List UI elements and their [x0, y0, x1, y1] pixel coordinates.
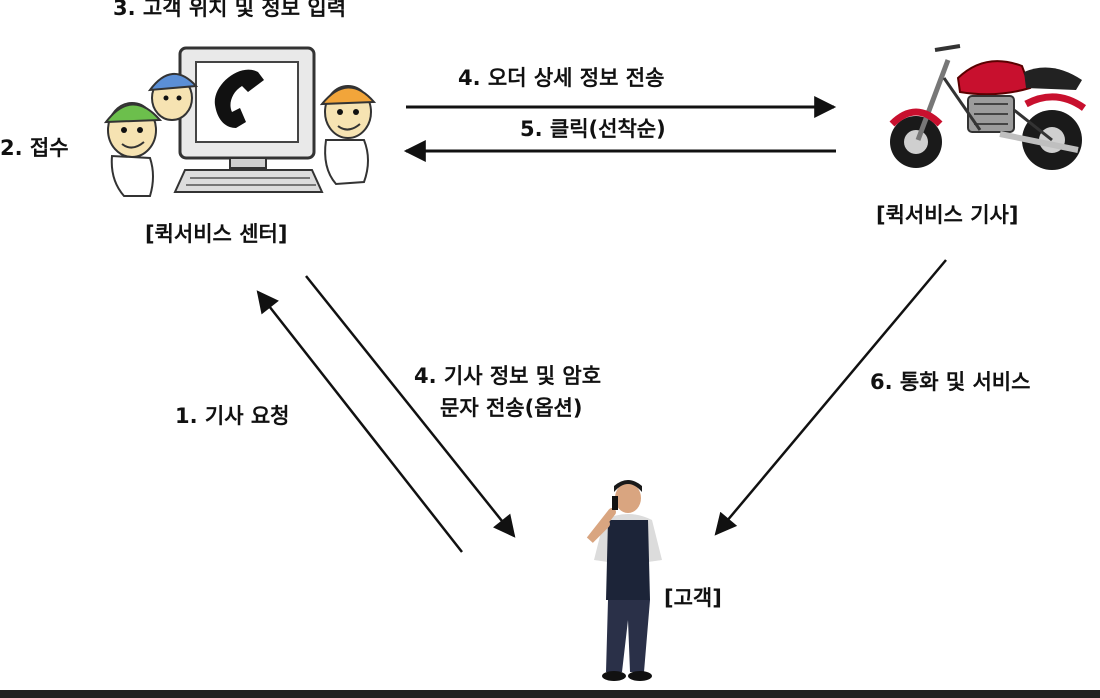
label-step3-input-location: 3. 고객 위치 및 정보 입력: [113, 0, 347, 20]
label-step5-click: 5. 클릭(선착순): [520, 117, 666, 141]
label-step1-driver-request: 1. 기사 요청: [175, 404, 290, 428]
label-step4-order-details: 4. 오더 상세 정보 전송: [458, 66, 665, 90]
label-quick-service-center: [퀵서비스 센터]: [145, 222, 288, 246]
arrow-driver-request: [256, 290, 463, 553]
label-step4-driver-info-line1: 4. 기사 정보 및 암호: [414, 364, 602, 388]
call-center-computer-icon: [103, 46, 377, 197]
arrow-call-and-service: [714, 259, 947, 536]
label-step6-call-service: 6. 통화 및 서비스: [870, 370, 1031, 394]
arrow-driver-info-sms: [305, 275, 516, 538]
label-customer: [고객]: [664, 586, 722, 610]
label-step4-driver-info-line2: 문자 전송(옵션): [440, 396, 583, 420]
customer-with-phone-icon: [586, 480, 662, 681]
motorcycle-icon: [889, 44, 1087, 170]
label-step2-receipt: 2. 접수: [0, 136, 69, 160]
label-quick-service-driver: [퀵서비스 기사]: [876, 203, 1019, 227]
bottom-border: [0, 690, 1100, 698]
